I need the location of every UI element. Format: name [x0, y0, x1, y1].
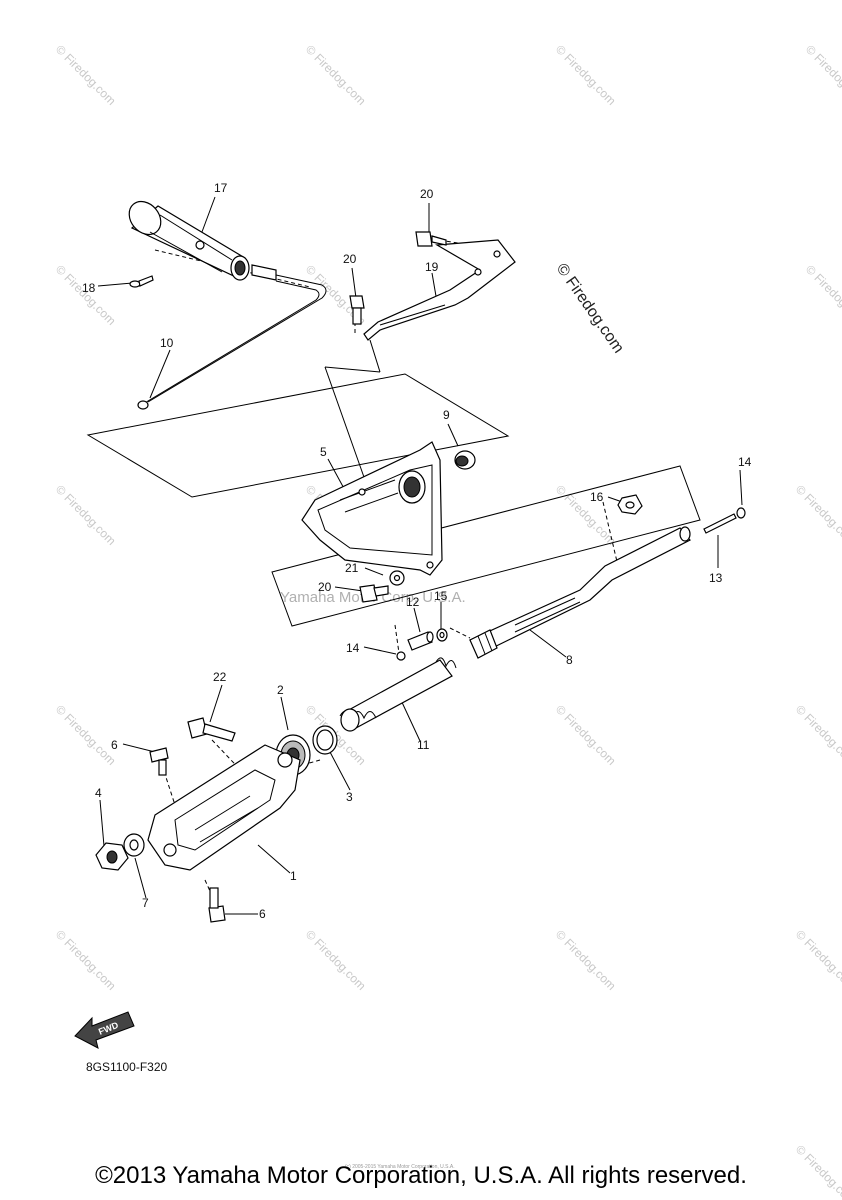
part-5-plate: [301, 441, 443, 576]
label-part-20: 20: [318, 580, 332, 594]
watermark: © Firedog.com: [53, 702, 119, 768]
watermark-main: © Firedog.com: [553, 261, 627, 357]
part-17-grip: [128, 200, 250, 281]
copyright-notice: ©2013 Yamaha Motor Corporation, U.S.A. A…: [95, 1162, 747, 1189]
label-part-20: 20: [343, 252, 357, 266]
assembly-outline-upper: [86, 373, 510, 498]
label-part-18: 18: [82, 281, 96, 295]
label-part-14: 14: [346, 641, 360, 655]
label-part-6: 6: [259, 907, 266, 921]
watermark: © Firedog.com: [793, 927, 842, 993]
part-4-nut: [95, 842, 129, 871]
part-6-bolt-top: [149, 747, 169, 776]
label-part-4: 4: [95, 786, 102, 800]
watermark: © Firedog.com: [53, 262, 119, 328]
label-part-3: 3: [346, 790, 353, 804]
part-labels: 17 18 20 20 19 10 9 5 14 16 13 21 20 12 …: [82, 181, 752, 921]
part-20-bolt-top: [415, 231, 447, 247]
part-20-bolt-mid: [349, 295, 365, 325]
watermark: © Firedog.com: [553, 702, 619, 768]
tiny-notice: (c) 2005-2015 Yamaha Motor Corporation, …: [345, 1164, 455, 1170]
watermark: © Firedog.com: [803, 262, 842, 328]
label-part-2: 2: [277, 683, 284, 697]
part-19-bracket: [363, 239, 516, 341]
label-part-16: 16: [590, 490, 604, 504]
label-part-11: 11: [417, 738, 430, 752]
label-part-8: 8: [566, 653, 573, 667]
watermark: © Firedog.com: [53, 42, 119, 108]
part-8-shaft: [469, 526, 691, 659]
fwd-arrow-icon: FWD: [74, 1011, 135, 1049]
watermark: © Firedog.com: [553, 482, 619, 548]
label-part-20: 20: [420, 187, 434, 201]
part-14-clip-left: [396, 651, 406, 661]
part-3-circlip: [312, 725, 338, 755]
label-part-19: 19: [425, 260, 439, 274]
label-part-17: 17: [214, 181, 228, 195]
watermark: © Firedog.com: [793, 482, 842, 548]
label-part-7: 7: [142, 896, 149, 910]
label-part-22: 22: [213, 670, 227, 684]
label-part-9: 9: [443, 408, 450, 422]
part-21-washer: [389, 570, 405, 586]
part-20-bolt-lower: [359, 584, 389, 603]
label-part-15: 15: [434, 589, 448, 603]
watermark: © Firedog.com: [803, 42, 842, 108]
watermark: © Firedog.com: [303, 42, 369, 108]
label-part-6: 6: [111, 738, 118, 752]
watermark: © Firedog.com: [303, 927, 369, 993]
diagram-code: 8GS1100-F320: [86, 1060, 167, 1074]
watermark: © Firedog.com: [553, 927, 619, 993]
part-6-bolt-bottom: [208, 887, 226, 923]
part-9-collar: [454, 450, 476, 470]
label-part-1: 1: [290, 869, 297, 883]
part-16-nut: [617, 494, 643, 515]
part-15-washer: [436, 628, 448, 642]
label-part-14: 14: [738, 455, 752, 469]
label-part-5: 5: [320, 445, 327, 459]
label-part-12: 12: [406, 595, 420, 609]
part-12-pin: [407, 631, 434, 651]
part-22-bolt: [187, 717, 236, 742]
part-7-washer: [123, 833, 145, 857]
label-part-13: 13: [709, 571, 723, 585]
part-13-pin: [703, 513, 737, 534]
part-14-clip-right: [736, 507, 746, 519]
part-18-screw: [129, 275, 154, 288]
watermark: © Firedog.com: [793, 702, 842, 768]
part-1-housing: [147, 744, 301, 871]
label-part-21: 21: [345, 561, 359, 575]
watermark: © Firedog.com: [53, 927, 119, 993]
label-part-10: 10: [160, 336, 174, 350]
part-10-rod: [137, 264, 327, 410]
watermark: © Firedog.com: [53, 482, 119, 548]
watermark: © Firedog.com: [553, 42, 619, 108]
part-11-spring-tube: [339, 657, 457, 732]
assembly-outline-lower: [271, 465, 701, 627]
